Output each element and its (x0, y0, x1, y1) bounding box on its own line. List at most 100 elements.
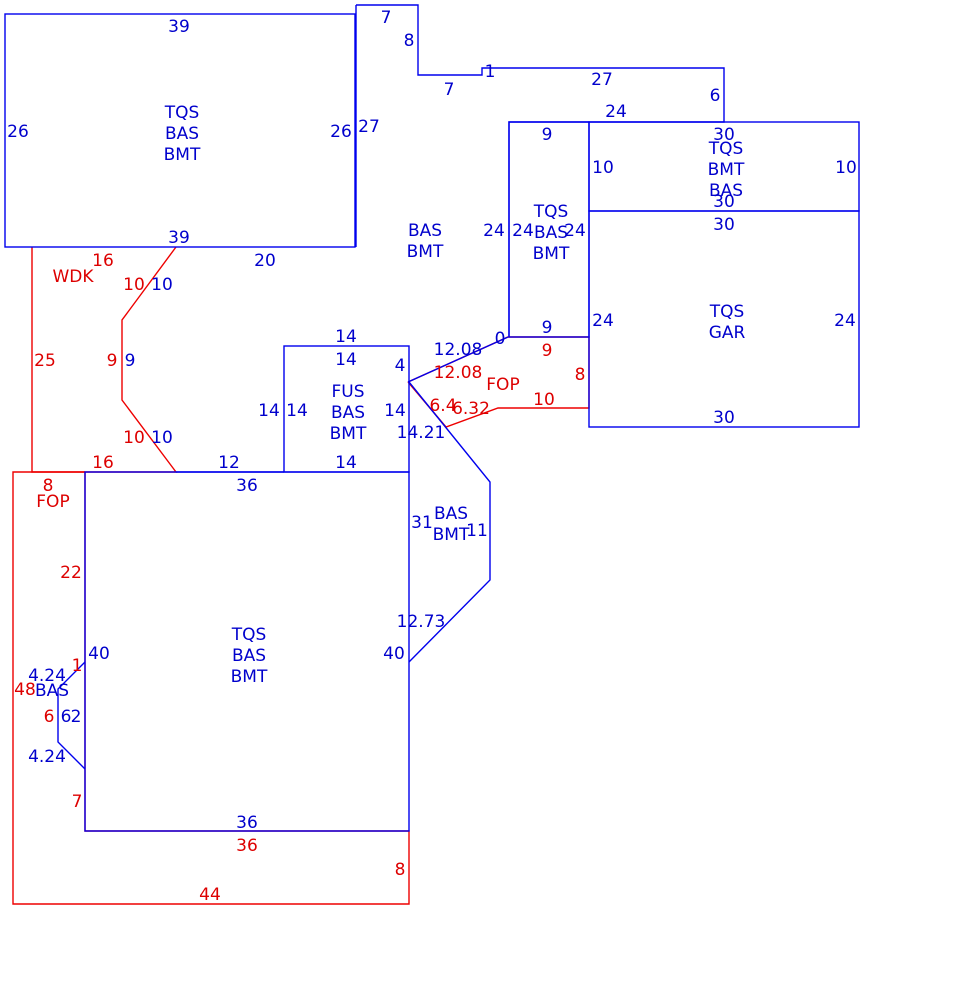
area-label-line: BMT (231, 667, 268, 687)
dimension-label: 27 (591, 70, 613, 90)
exterior-dimensions: 16 10 25 9 10 16 12.08 9 8 6.4 6.32 10 8… (14, 251, 585, 905)
dimension-label: 40 (383, 644, 405, 664)
dimension-label: 6.32 (452, 399, 490, 419)
area-label-line: BAS (408, 221, 442, 241)
dimension-label: 48 (14, 680, 36, 700)
area-label-line: BMT (433, 525, 470, 545)
dimension-label: 1 (485, 62, 496, 82)
dimension-label: 26 (7, 122, 29, 142)
dimension-label: 24 (605, 102, 627, 122)
fop-rear-outline (12, 471, 410, 905)
dimension-label: 14 (335, 453, 357, 473)
dimension-label: 9 (542, 125, 553, 145)
dimension-label: 39 (168, 17, 190, 37)
dimension-label: 24 (564, 221, 586, 241)
area-label-line: TQS (164, 103, 200, 123)
dimension-label: 7 (444, 80, 455, 100)
dimension-label: 20 (254, 251, 276, 271)
dimension-label: 16 (92, 251, 114, 271)
dimension-label: 30 (713, 125, 735, 145)
area-label-line: TQS (709, 302, 745, 322)
dimension-label: 8 (43, 476, 54, 496)
dimension-label: 0 (495, 329, 506, 349)
building-outlines (4, 4, 860, 832)
dimension-label: 8 (404, 31, 415, 51)
dimension-label: 36 (236, 476, 258, 496)
dimension-label: 11 (466, 521, 488, 541)
dimension-label: 14.21 (397, 423, 446, 443)
dimension-label: 4.24 (28, 666, 66, 686)
dimension-label: 24 (834, 311, 856, 331)
area-label-line: BMT (407, 242, 444, 262)
dimension-label: 14 (286, 401, 308, 421)
dimension-label: 6 (710, 86, 721, 106)
dimension-label: 9 (542, 318, 553, 338)
dimension-label: 10 (835, 158, 857, 178)
dimension-label: 27 (358, 117, 380, 137)
dimension-label: 1 (72, 656, 83, 676)
dimension-label: 39 (168, 228, 190, 248)
dimension-label: 10 (123, 275, 145, 295)
dimension-label: 12.08 (434, 340, 483, 360)
area-label-line: BMT (164, 145, 201, 165)
area-a7-outline (408, 381, 491, 663)
dimension-label: 24 (592, 311, 614, 331)
dimension-label: 30 (713, 408, 735, 428)
dimension-label: 8 (575, 365, 586, 385)
area-label-line: BMT (330, 424, 367, 444)
dimension-label: 31 (411, 513, 433, 533)
dimension-label: 36 (236, 836, 258, 856)
dimension-label: 2 (71, 707, 82, 727)
area-label-line: TQS (533, 202, 569, 222)
dimension-label: 6.4 (429, 396, 456, 416)
dimension-label: 36 (236, 813, 258, 833)
area-label-line: FUS (331, 382, 364, 402)
fop-label: FOP (36, 492, 69, 512)
dimension-label: 12 (218, 453, 240, 473)
area-a5-outline (588, 210, 860, 428)
area-a9-outline (57, 661, 86, 770)
dimension-label: 14 (335, 327, 357, 347)
area-label-line: BAS (434, 504, 468, 524)
dimension-label: 30 (713, 215, 735, 235)
dimension-label: 9 (107, 351, 118, 371)
area-label-line: TQS (231, 625, 267, 645)
area-label-line: BAS (165, 124, 199, 144)
dimension-label: 44 (199, 885, 221, 905)
wdk-label: WDK (52, 267, 94, 287)
link-line (407, 336, 509, 383)
wdk-outline (31, 246, 178, 473)
dimension-label: 40 (88, 644, 110, 664)
dimension-label: 30 (713, 192, 735, 212)
building-dimensions: 39 26 26 39 7 8 7 1 27 6 24 27 20 9 24 2… (7, 8, 857, 833)
dimension-label: 10 (151, 428, 173, 448)
area-a1-outline (4, 13, 356, 248)
dimension-label: 24 (483, 221, 505, 241)
dimension-label: 10 (151, 275, 173, 295)
dimension-label: 14 (384, 401, 406, 421)
dimension-label: 10 (592, 158, 614, 178)
area-label-line: TQS (708, 139, 744, 159)
dimension-label: 16 (92, 453, 114, 473)
dimension-label: 10 (533, 390, 555, 410)
area-label-line: GAR (709, 323, 746, 343)
dimension-label: 12.08 (434, 363, 483, 383)
area-label-line: BMT (708, 160, 745, 180)
dimension-label: 9 (125, 351, 136, 371)
dimension-label: 12.73 (397, 612, 446, 632)
dimension-label: 7 (72, 792, 83, 812)
fop-label: FOP (486, 375, 519, 395)
area-label-line: BAS (35, 681, 69, 701)
area-label-line: BAS (709, 181, 743, 201)
dimension-label: 26 (330, 122, 352, 142)
dimension-label: 10 (123, 428, 145, 448)
dimension-label: 14 (335, 350, 357, 370)
area-labels: TQS BAS BMT BAS BMT TQS BAS BMT TQS BMT … (35, 103, 746, 701)
area-label-line: BAS (232, 646, 266, 666)
dimension-label: 22 (60, 563, 82, 583)
main-perimeter-outline (356, 4, 725, 337)
dimension-label: 4.24 (28, 747, 66, 767)
area-label-line: BMT (533, 244, 570, 264)
